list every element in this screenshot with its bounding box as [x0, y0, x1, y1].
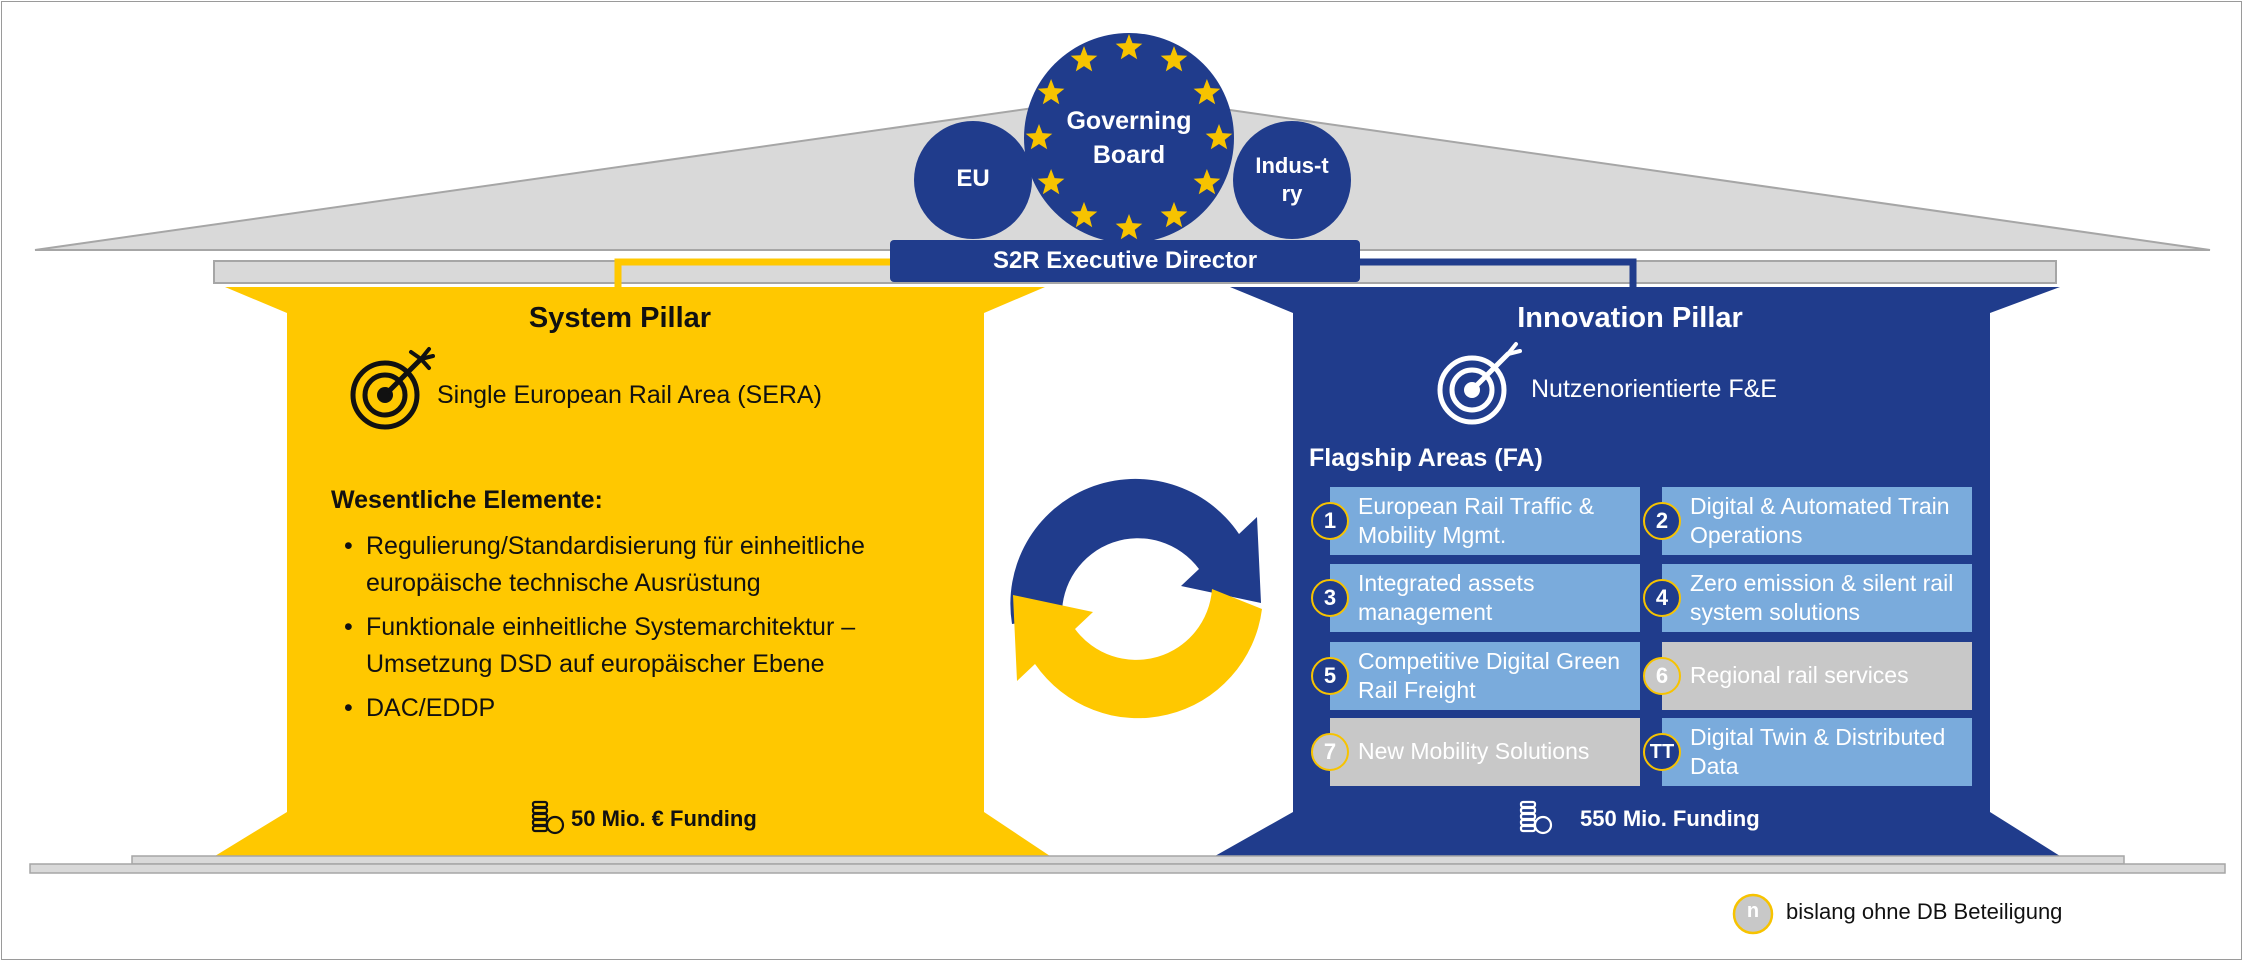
innovation-pillar-title: Innovation Pillar — [1517, 302, 1743, 334]
flagship-badge: 3 — [1311, 579, 1349, 617]
system-pillar-funding: 50 Mio. € Funding — [571, 806, 757, 831]
flagship-area-label: Digital Twin & Distributed Data — [1690, 724, 1946, 779]
innovation-pillar-funding: 550 Mio. Funding — [1580, 806, 1760, 831]
flagship-badge: 1 — [1311, 502, 1349, 540]
star-icon — [1070, 201, 1098, 228]
flagship-area-tt: Digital Twin & Distributed Data — [1662, 718, 1972, 786]
connector-left — [614, 258, 890, 287]
bullet-item: Funktionale einheitliche Systemarchitekt… — [344, 609, 964, 683]
flagship-area-label: Integrated assets management — [1358, 570, 1535, 625]
base-step-lower — [29, 863, 2226, 874]
innovation-pillar-goal: Nutzenorientierte F&E — [1531, 375, 1777, 403]
eu-label: EU — [956, 165, 990, 192]
flagship-area-2: Digital & Automated Train Operations — [1662, 487, 1972, 555]
flagship-heading: Flagship Areas (FA) — [1309, 444, 1543, 472]
cycle-arrows-icon — [1010, 478, 1262, 719]
industry-label: Indus-try — [1255, 153, 1329, 206]
flagship-badge: 2 — [1643, 502, 1681, 540]
flagship-area-label: Regional rail services — [1690, 662, 1909, 688]
legend-badge-circle — [1732, 893, 1774, 935]
star-icon — [1070, 46, 1098, 72]
legend-badge-label: n — [1746, 900, 1760, 922]
target-arrow-icon — [350, 347, 435, 430]
eu-stars — [1025, 34, 1233, 240]
connector-right — [1360, 258, 1637, 287]
flagship-area-1: European Rail Traffic & Mobility Mgmt. — [1330, 487, 1640, 555]
flagship-area-4: Zero emission & silent rail system solut… — [1662, 564, 1972, 632]
bullet-item: Regulierung/Standardisierung für einheit… — [344, 528, 964, 602]
industry-circle — [1233, 121, 1351, 239]
star-icon — [1115, 34, 1143, 60]
executive-director-label: S2R Executive Director — [992, 247, 1258, 274]
system-pillar-title: System Pillar — [528, 302, 712, 334]
base-step-upper — [131, 855, 2125, 865]
flagship-area-label: Competitive Digital Green Rail Freight — [1358, 648, 1621, 703]
flagship-area-label: New Mobility Solutions — [1358, 738, 1590, 764]
flagship-badge: 5 — [1311, 657, 1349, 695]
star-icon — [1160, 46, 1188, 72]
flagship-badge: 6 — [1643, 657, 1681, 695]
flagship-area-3: Integrated assets management — [1330, 564, 1640, 632]
star-icon — [1193, 169, 1221, 195]
executive-director-bar — [890, 240, 1360, 282]
flagship-badge: TT — [1643, 733, 1681, 771]
target-arrow-icon — [1437, 342, 1522, 425]
flagship-badge: 7 — [1311, 733, 1349, 771]
flagship-area-5: Competitive Digital Green Rail Freight — [1330, 642, 1640, 710]
flagship-badge: 4 — [1643, 579, 1681, 617]
elements-bullet-list: Regulierung/Standardisierung für einheit… — [344, 528, 964, 734]
flagship-area-7: New Mobility Solutions — [1330, 718, 1640, 786]
star-icon — [1160, 201, 1188, 228]
elements-heading: Wesentliche Elemente: — [331, 486, 603, 514]
legend-label: bislang ohne DB Beteiligung — [1786, 899, 2063, 924]
star-icon — [1193, 79, 1221, 105]
cycle-arrow-yellow — [1013, 589, 1262, 719]
star-icon — [1037, 79, 1065, 105]
star-icon — [1115, 214, 1143, 240]
governing-board-label: Governing Board — [1066, 107, 1192, 169]
cycle-arrow-navy — [1010, 478, 1261, 624]
flagship-area-6: Regional rail services — [1662, 642, 1972, 710]
eu-circle — [914, 121, 1032, 239]
system-pillar-goal: Single European Rail Area (SERA) — [437, 381, 822, 409]
star-icon — [1037, 169, 1065, 195]
star-icon — [1205, 124, 1233, 150]
governing-board-circle — [1024, 33, 1234, 243]
flagship-area-label: Zero emission & silent rail system solut… — [1690, 570, 1954, 625]
flagship-area-label: Digital & Automated Train Operations — [1690, 493, 1950, 548]
coins-icon — [1519, 800, 1553, 835]
flagship-area-label: European Rail Traffic & Mobility Mgmt. — [1358, 493, 1595, 548]
coins-icon — [531, 800, 565, 835]
bullet-item: DAC/EDDP — [344, 690, 964, 727]
star-icon — [1025, 124, 1053, 150]
